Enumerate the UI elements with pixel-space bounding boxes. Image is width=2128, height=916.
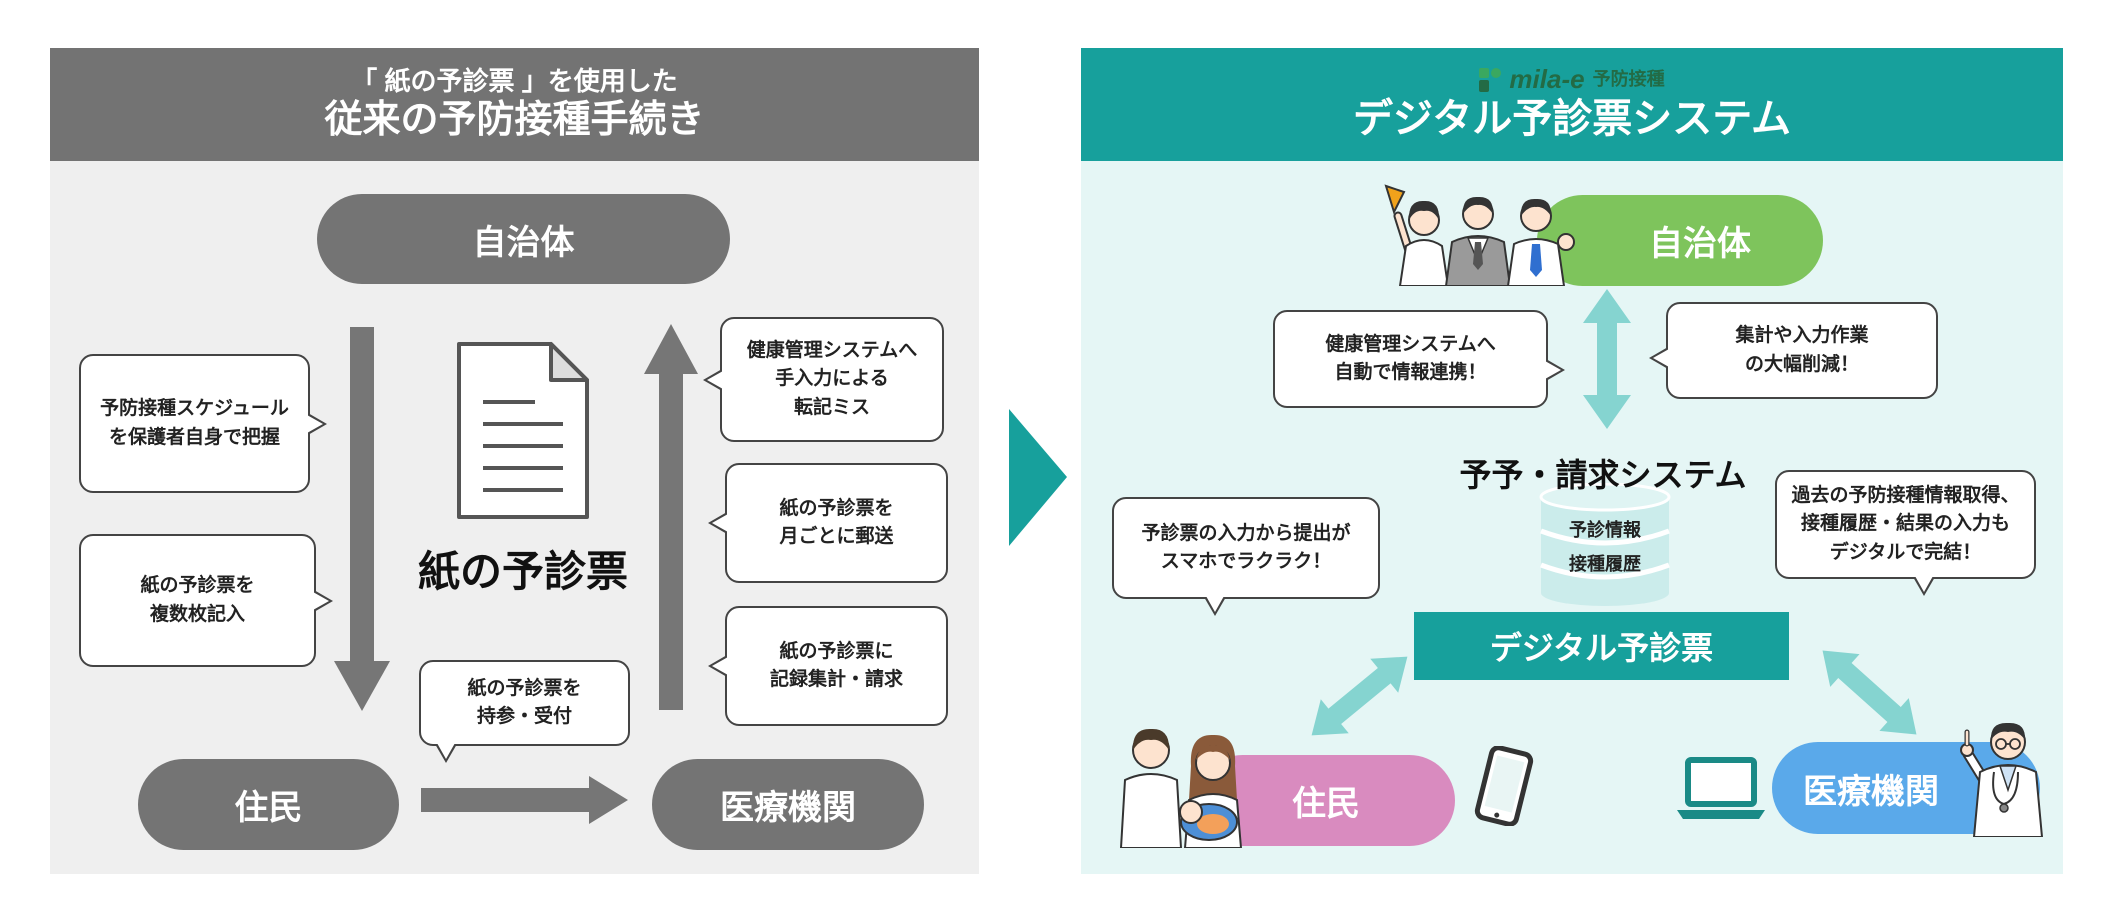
- paper-header-subtitle: 「 紙の予診票 」を使用した: [351, 65, 678, 96]
- resident-node: 住民: [138, 759, 399, 850]
- bubble-line: 転記ミス: [793, 396, 870, 418]
- bubble-line: 健康管理システムへ: [746, 339, 918, 361]
- doctor-illustration: [1960, 722, 2044, 837]
- digital-system-panel: mila-e 予防接種 デジタル予診票システム 自治体: [1081, 48, 2063, 874]
- billing-bubble: 紙の予診票に 記録集計・請求: [708, 606, 948, 726]
- transcription-error-bubble: 健康管理システムへ 手入力による 転記ミス: [703, 317, 944, 442]
- officials-illustration: [1384, 184, 1575, 286]
- database-item: 接種履歴: [1569, 554, 1641, 574]
- bubble-line: 健康管理システムへ: [1325, 333, 1496, 355]
- resident-label: 住民: [234, 789, 303, 827]
- up-arrow: [644, 324, 698, 710]
- laptop-icon: [1677, 757, 1765, 819]
- paper-process-panel: 「 紙の予診票 」を使用した 従来の予防接種手続き 自治体 紙の予診票 予防接種…: [50, 48, 979, 874]
- logo-product: 予防接種: [1592, 68, 1665, 89]
- bubble-line: 自動で情報連携！: [1334, 362, 1487, 383]
- medical-institution-node: 医療機関: [652, 759, 924, 850]
- bubble-line: スマホでラクラク！: [1160, 551, 1332, 572]
- vertical-double-arrow: [1583, 289, 1631, 429]
- logo-brand: mila-e: [1509, 64, 1585, 95]
- workload-reduction-bubble: 集計や入力作業 の大幅削減！: [1649, 302, 1938, 399]
- paper-form-label: 紙の予診票: [417, 548, 628, 595]
- digital-form-label: デジタル予診票: [1489, 630, 1714, 666]
- bubble-line: 予診票の入力から提出が: [1141, 522, 1351, 544]
- medical-institution-label: 医療機関: [1803, 772, 1939, 811]
- municipality-label: 自治体: [1649, 225, 1751, 263]
- mila-e-logo: mila-e 予防接種: [1479, 64, 1665, 95]
- database-icon: 予診情報 接種履歴: [1537, 482, 1673, 607]
- bubble-line: 紙の予診票を: [140, 575, 255, 596]
- database-item: 予診情報: [1569, 520, 1641, 540]
- bubble-line: 紙の予診票に: [779, 640, 894, 662]
- bubble-line: 持参・受付: [476, 706, 572, 727]
- right-arrow: [421, 776, 628, 824]
- down-arrow: [334, 327, 390, 711]
- digital-form-node: デジタル予診票: [1414, 612, 1789, 680]
- multiple-forms-bubble: 紙の予診票を 複数枚記入: [79, 534, 333, 667]
- bring-form-bubble: 紙の予診票を 持参・受付: [419, 660, 630, 763]
- smartphone-bubble: 予診票の入力から提出が スマホでラクラク！: [1112, 497, 1380, 616]
- resident-label: 住民: [1292, 785, 1360, 823]
- digital-system-header: mila-e 予防接種 デジタル予診票システム: [1081, 48, 2063, 161]
- bubble-line: 月ごとに郵送: [779, 526, 894, 547]
- bubble-line: 複数枚記入: [149, 603, 245, 625]
- bubble-line: を保護者自身で把握: [108, 426, 280, 448]
- bubble-line: 過去の予防接種情報取得、: [1791, 484, 2020, 506]
- bubble-line: 紙の予診票を: [779, 497, 894, 519]
- schedule-bubble: 予防接種スケジュール を保護者自身で把握: [79, 354, 327, 493]
- chevron-right-icon: [1009, 409, 1067, 546]
- municipality-node: 自治体: [1537, 195, 1823, 286]
- bubble-line: 接種履歴・結果の入力も: [1800, 513, 2010, 535]
- municipality-label: 自治体: [472, 223, 575, 262]
- bubble-line: 集計や入力作業: [1735, 325, 1869, 346]
- paper-header-title: 従来の予防接種手続き: [324, 99, 705, 141]
- digital-system-title: デジタル予診票システム: [1353, 96, 1791, 141]
- connection-arrows: [1311, 650, 1917, 736]
- bubble-line: の大幅削減！: [1744, 353, 1859, 375]
- auto-link-bubble: 健康管理システムへ 自動で情報連携！: [1273, 310, 1565, 408]
- bubble-line: 記録集計・請求: [769, 669, 903, 690]
- bubble-line: 予防接種スケジュール: [100, 398, 289, 419]
- monthly-mailing-bubble: 紙の予診票を 月ごとに郵送: [708, 463, 948, 583]
- bubble-line: 手入力による: [775, 368, 889, 390]
- medical-institution-label: 医療機関: [720, 789, 856, 827]
- system-title: 予予・請求システム: [1459, 457, 1747, 493]
- municipality-node: 自治体: [317, 194, 730, 284]
- bubble-line: 紙の予診票を: [467, 677, 582, 699]
- bubble-line: デジタルで完結！: [1829, 541, 1982, 563]
- database-shape: [1539, 482, 1671, 606]
- document-icon: [457, 342, 589, 519]
- family-illustration: [1119, 728, 1243, 848]
- paper-process-header: 「 紙の予診票 」を使用した 従来の予防接種手続き: [50, 48, 979, 161]
- medical-digital-bubble: 過去の予防接種情報取得、 接種履歴・結果の入力も デジタルで完結！: [1775, 470, 2036, 596]
- mila-e-logo-icon: [1479, 67, 1502, 92]
- smartphone-icon: [1474, 746, 1534, 826]
